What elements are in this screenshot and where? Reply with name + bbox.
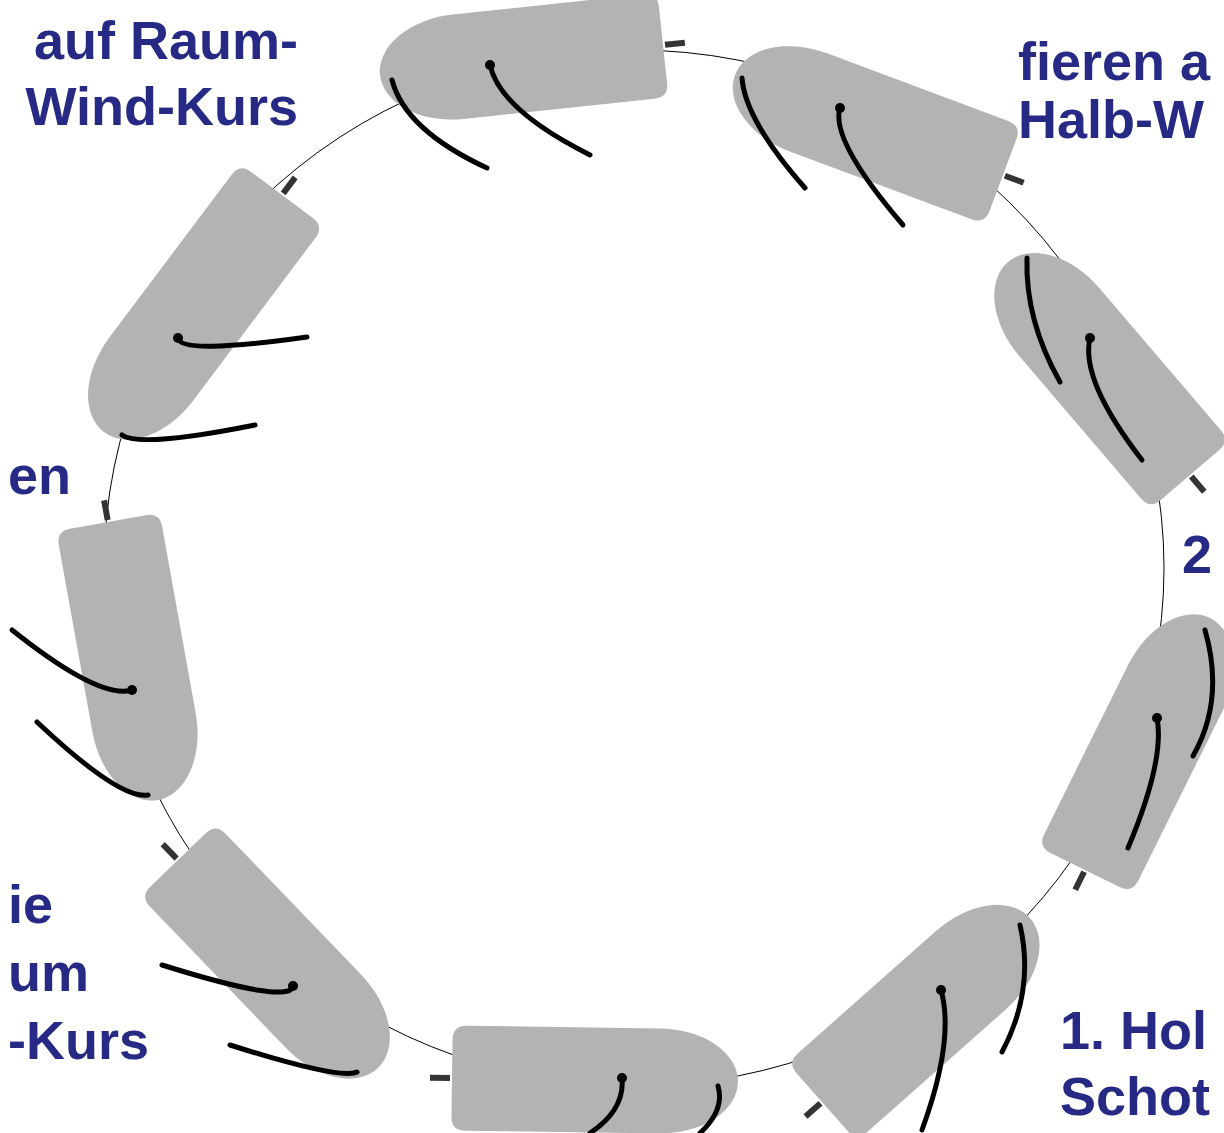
main-sail xyxy=(12,630,132,691)
mast xyxy=(127,685,137,695)
maneuver-label: auf Raum- Wind-Kurs xyxy=(8,7,298,139)
rudder xyxy=(1191,477,1204,492)
boat-hull xyxy=(62,163,324,463)
boat-hull xyxy=(140,824,416,1105)
main-sail xyxy=(178,337,307,346)
mast xyxy=(617,1073,627,1083)
rudder xyxy=(163,844,177,858)
sailboat xyxy=(62,163,324,463)
main-sail xyxy=(490,65,590,155)
rudder xyxy=(1075,872,1084,890)
maneuver-label: fieren a Halb-W xyxy=(1018,32,1218,148)
sailboat xyxy=(968,228,1224,509)
boat-hull xyxy=(968,228,1224,509)
rudder xyxy=(806,1103,821,1116)
maneuver-label: 1. Hol Schot xyxy=(1060,997,1218,1129)
jib-sail xyxy=(230,1045,357,1073)
jib-sail xyxy=(700,1086,720,1133)
rudder xyxy=(665,43,685,45)
maneuver-label: ie um -Kurs xyxy=(8,870,168,1074)
main-sail xyxy=(162,965,293,992)
sailboat xyxy=(430,1026,739,1133)
rudder xyxy=(430,1075,450,1081)
sailboat xyxy=(1038,595,1224,894)
sailboat xyxy=(787,879,1065,1133)
sailboat xyxy=(374,0,684,168)
sailboat xyxy=(717,26,1024,225)
mast xyxy=(1152,713,1162,723)
mast xyxy=(936,985,946,995)
rudder xyxy=(283,177,295,193)
jib-sail xyxy=(742,78,805,188)
mast xyxy=(173,333,183,343)
main-sail xyxy=(839,108,903,225)
jib-sail xyxy=(1193,630,1213,756)
jib-sail xyxy=(122,425,255,440)
boat-hull xyxy=(451,1026,738,1133)
maneuver-label: 2 xyxy=(1182,521,1218,587)
maneuver-label: en xyxy=(8,442,128,508)
boat-group xyxy=(12,0,1224,1133)
boat-hull xyxy=(787,879,1065,1133)
jib-sail xyxy=(392,80,487,168)
jib-sail xyxy=(1002,925,1025,1052)
boat-hull xyxy=(717,26,1022,224)
jib-sail xyxy=(1027,258,1060,382)
mast xyxy=(835,103,845,113)
rudder xyxy=(1005,176,1024,183)
rudder xyxy=(104,500,108,520)
main-sail xyxy=(590,1078,622,1133)
main-sail xyxy=(1128,718,1158,848)
main-sail xyxy=(1089,338,1142,460)
mast xyxy=(1085,333,1095,343)
boat-hull xyxy=(1038,595,1224,894)
sailboat xyxy=(140,824,416,1105)
main-sail xyxy=(922,990,945,1130)
jib-sail xyxy=(37,722,148,795)
mast xyxy=(485,60,495,70)
sailboat xyxy=(12,500,210,809)
boat-hull xyxy=(56,513,209,810)
mast xyxy=(288,981,298,991)
